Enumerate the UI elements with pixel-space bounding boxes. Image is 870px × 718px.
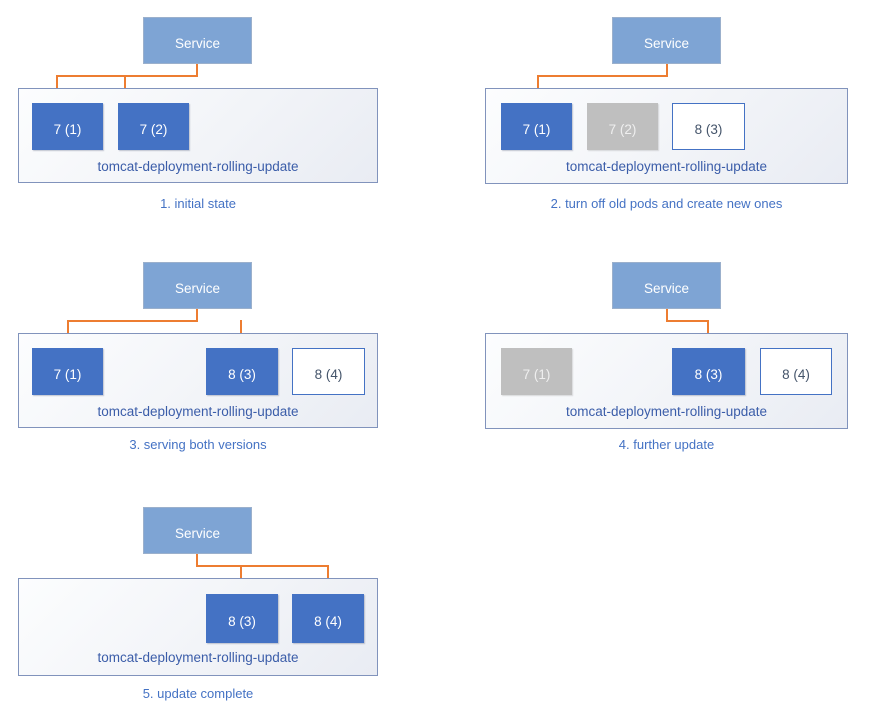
pod-label: 8 (3) (228, 367, 256, 382)
step-caption: 1. initial state (160, 196, 236, 211)
pod-label: 8 (4) (782, 367, 810, 382)
step-caption: 3. serving both versions (129, 437, 267, 452)
pod-node: 8 (4) (292, 594, 364, 643)
pod-node: 7 (1) (32, 103, 103, 150)
connector-segment (56, 75, 58, 93)
service-node: Service (143, 507, 252, 554)
connector-segment (707, 320, 709, 338)
pod-label: 8 (3) (694, 122, 723, 137)
pod-node: 8 (3) (672, 348, 745, 395)
connector-segment (196, 64, 198, 77)
service-label: Service (643, 35, 689, 51)
connector-segment (196, 309, 198, 322)
connector-segment (537, 75, 539, 93)
step-caption: 5. update complete (142, 686, 254, 701)
connector-segment (240, 320, 242, 338)
connector-segment (666, 320, 709, 322)
pod-label: 7 (1) (53, 122, 82, 137)
connector-segment (56, 75, 198, 77)
pod-node: 7 (1) (501, 103, 572, 150)
pod-label: 7 (2) (139, 122, 168, 137)
pod-label: 7 (2) (608, 122, 637, 137)
pod-node: 8 (3) (672, 103, 745, 150)
connector-segment (196, 565, 329, 567)
deployment-label: tomcat-deployment-rolling-update (97, 159, 299, 174)
connector-segment (196, 554, 198, 567)
pod-label: 7 (1) (522, 367, 551, 382)
pod-label: 8 (4) (314, 367, 343, 382)
connector-segment (124, 75, 126, 93)
pod-label: 8 (3) (694, 367, 723, 382)
service-node: Service (612, 17, 721, 64)
service-label: Service (174, 525, 220, 541)
pod-label: 7 (1) (522, 122, 551, 137)
connector-segment (240, 565, 242, 584)
deployment-box (485, 88, 848, 184)
service-label: Service (174, 35, 220, 51)
pod-node: 8 (3) (206, 594, 278, 643)
deployment-label: tomcat-deployment-rolling-update (97, 650, 299, 665)
deployment-label: tomcat-deployment-rolling-update (565, 159, 768, 174)
deployment-label: tomcat-deployment-rolling-update (565, 404, 768, 419)
connector-segment (537, 75, 668, 77)
pod-node: 7 (1) (32, 348, 103, 395)
connector-segment (67, 320, 69, 338)
service-node: Service (143, 17, 252, 64)
pod-label: 7 (1) (53, 367, 82, 382)
step-caption: 2. turn off old pods and create new ones (550, 196, 783, 211)
service-label: Service (174, 280, 220, 296)
pod-label: 8 (4) (314, 614, 342, 629)
service-node: Service (612, 262, 721, 309)
pod-node: 8 (3) (206, 348, 278, 395)
step-caption: 4. further update (618, 437, 715, 452)
pod-node: 7 (2) (587, 103, 658, 150)
pod-node: 8 (4) (292, 348, 365, 395)
pod-label: 8 (3) (228, 614, 256, 629)
service-label: Service (643, 280, 689, 296)
deployment-label: tomcat-deployment-rolling-update (97, 404, 299, 419)
connector-segment (67, 320, 198, 322)
pod-node: 7 (2) (118, 103, 189, 150)
connector-segment (666, 64, 668, 77)
service-node: Service (143, 262, 252, 309)
connector-segment (327, 565, 329, 584)
pod-node: 7 (1) (501, 348, 572, 395)
pod-node: 8 (4) (760, 348, 832, 395)
connector-segment (666, 309, 668, 322)
